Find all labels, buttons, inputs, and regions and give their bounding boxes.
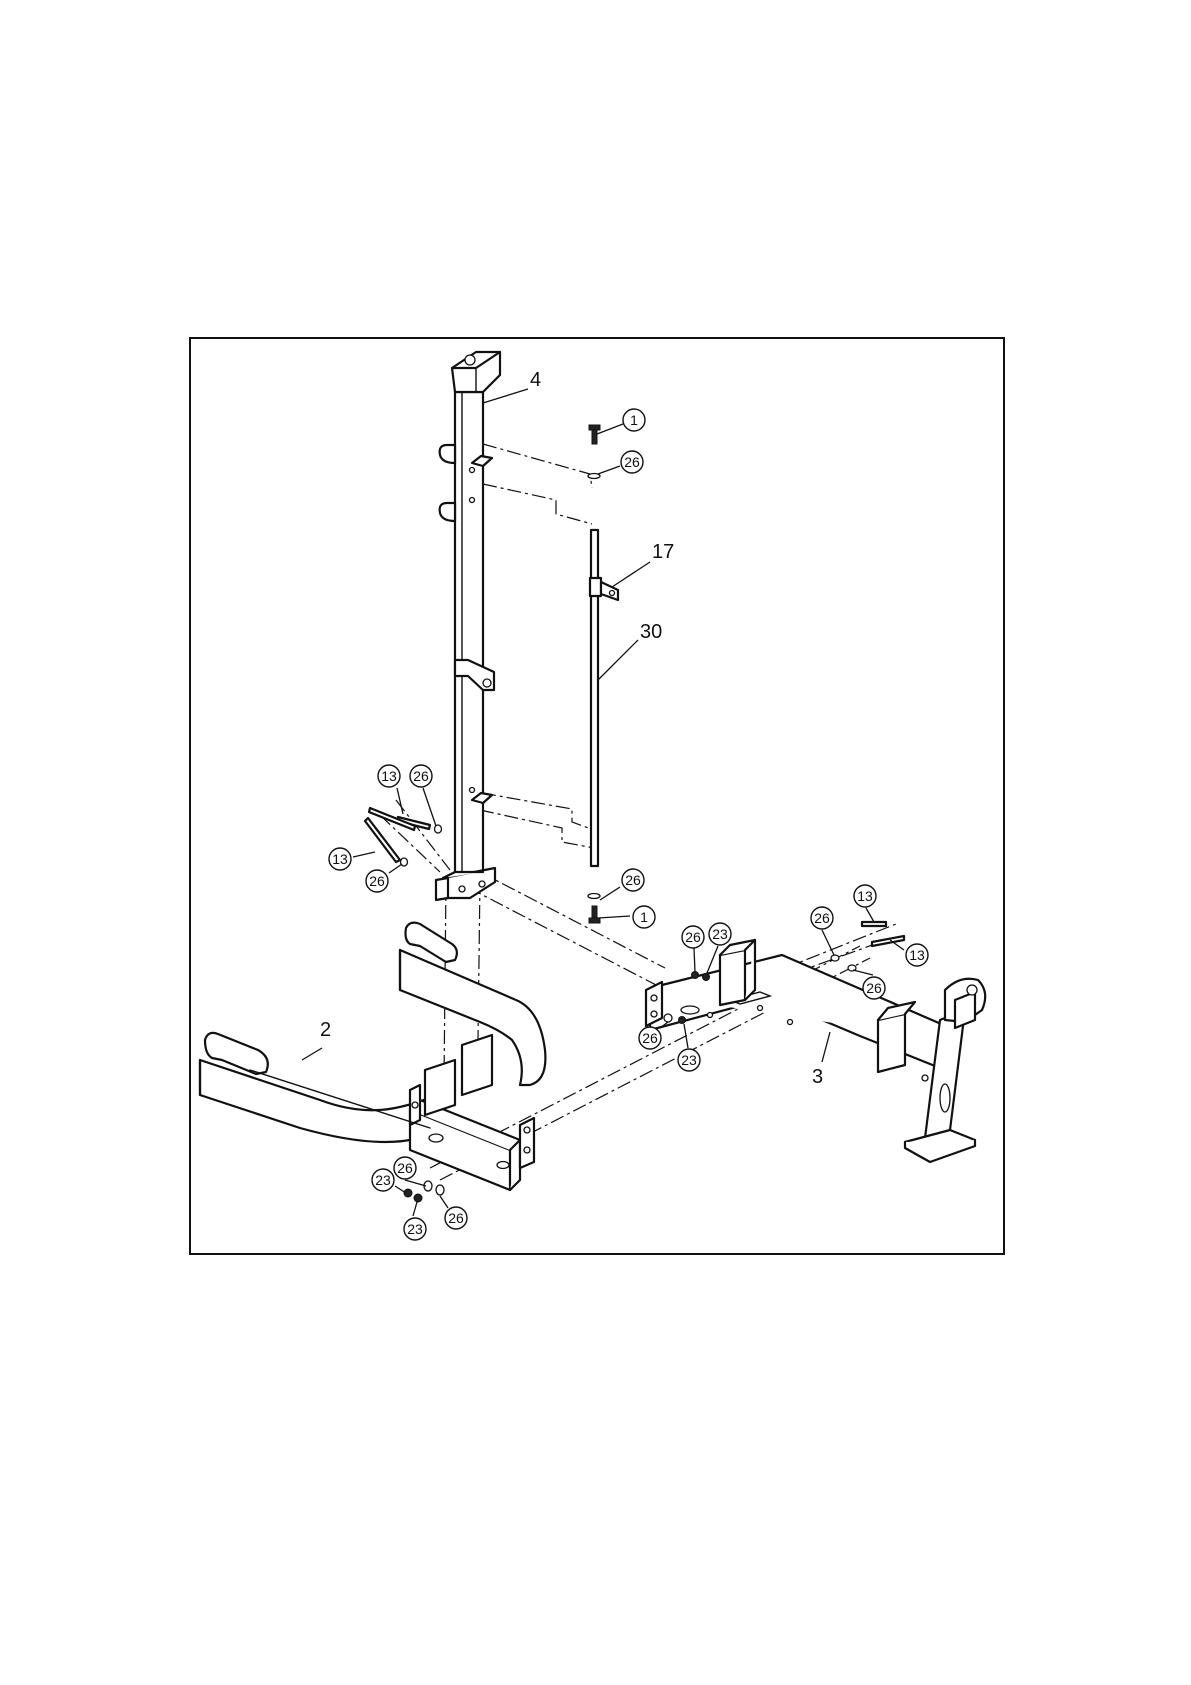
crossbar-frame bbox=[200, 923, 545, 1190]
svg-text:23: 23 bbox=[712, 926, 728, 942]
callout-bolt-rod-bottom: 1 bbox=[633, 906, 655, 928]
callout-bolt-left-lower: 13 bbox=[329, 848, 351, 870]
label-upright: 4 bbox=[530, 369, 541, 391]
svg-text:26: 26 bbox=[624, 454, 640, 470]
svg-text:13: 13 bbox=[909, 947, 925, 963]
svg-text:23: 23 bbox=[407, 1221, 423, 1237]
svg-text:26: 26 bbox=[866, 980, 882, 996]
front-hardware bbox=[404, 1181, 444, 1202]
label-guide-rod-bracket: 17 bbox=[652, 541, 674, 563]
callout-washer-mid-lower: 26 bbox=[639, 1027, 661, 1049]
guide-rod bbox=[590, 530, 618, 866]
svg-text:26: 26 bbox=[413, 768, 429, 784]
svg-text:23: 23 bbox=[681, 1052, 697, 1068]
svg-text:26: 26 bbox=[397, 1160, 413, 1176]
svg-text:1: 1 bbox=[630, 412, 638, 428]
callout-washer-right-lower: 26 bbox=[863, 977, 885, 999]
callout-washer-mid-upper: 26 bbox=[682, 926, 704, 948]
callout-nut-mid-upper: 23 bbox=[709, 923, 731, 945]
svg-text:13: 13 bbox=[857, 888, 873, 904]
svg-text:26: 26 bbox=[685, 929, 701, 945]
upright-post bbox=[436, 352, 500, 900]
label-crossbar: 2 bbox=[320, 1019, 331, 1041]
svg-text:26: 26 bbox=[642, 1030, 658, 1046]
svg-text:26: 26 bbox=[369, 873, 385, 889]
callout-washer-front-lower: 26 bbox=[445, 1207, 467, 1229]
callout-bolt-left-upper: 13 bbox=[378, 765, 400, 787]
label-base: 3 bbox=[812, 1066, 823, 1088]
callout-washer-front-upper: 26 bbox=[394, 1157, 416, 1179]
callout-nut-front-lower: 23 bbox=[404, 1218, 426, 1240]
callout-washer-top: 26 bbox=[621, 451, 643, 473]
svg-text:26: 26 bbox=[448, 1210, 464, 1226]
label-leaders bbox=[302, 389, 830, 1062]
callout-washer-left-upper: 26 bbox=[410, 765, 432, 787]
callout-washer-left-lower: 26 bbox=[366, 870, 388, 892]
callout-nut-mid-lower: 23 bbox=[678, 1049, 700, 1071]
callout-nut-front-left: 23 bbox=[372, 1169, 394, 1191]
label-guide-rod: 30 bbox=[640, 621, 662, 643]
svg-text:26: 26 bbox=[814, 910, 830, 926]
callout-washer-right-upper: 26 bbox=[811, 907, 833, 929]
callout-bolt-right-lower: 13 bbox=[906, 944, 928, 966]
callout-washer-rod-bottom: 26 bbox=[622, 869, 644, 891]
svg-text:13: 13 bbox=[332, 851, 348, 867]
callout-bolt-top: 1 bbox=[623, 409, 645, 431]
svg-text:1: 1 bbox=[640, 909, 648, 925]
svg-text:23: 23 bbox=[375, 1172, 391, 1188]
svg-text:13: 13 bbox=[381, 768, 397, 784]
svg-text:26: 26 bbox=[625, 872, 641, 888]
callout-bolt-right-upper: 13 bbox=[854, 885, 876, 907]
